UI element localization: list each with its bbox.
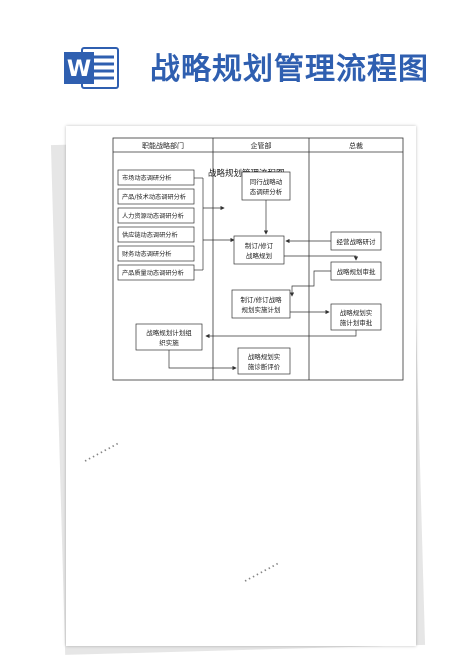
svg-text:制订/修订战略: 制订/修订战略 (240, 295, 282, 304)
svg-text:战略规划实: 战略规划实 (340, 308, 373, 317)
svg-text:战略规划计划组: 战略规划计划组 (146, 328, 192, 337)
node-approve: 战略规划审批 (330, 261, 382, 281)
column-header-mgmt: 企管部 (251, 141, 272, 150)
node-org-impl: 战略规划计划组 织实施 (135, 323, 203, 351)
flowchart: ········· ········· 职能战略部门 企管部 总裁 战略规划管理… (80, 137, 404, 590)
svg-text:W: W (67, 57, 91, 82)
word-icon: W (64, 47, 119, 89)
dept-item-box (117, 207, 195, 224)
svg-text:施诊断评价: 施诊断评价 (248, 362, 281, 371)
dept-item-label: 产品质量动态调研分析 (122, 269, 184, 277)
svg-text:战略规划实: 战略规划实 (248, 352, 281, 361)
node-ceo-review: 经营战略研讨 (330, 231, 382, 251)
dept-item-label: 财务动态调研分析 (122, 250, 172, 258)
svg-text:·········: ········· (240, 557, 283, 590)
document-page: ········· ········· 职能战略部门 企管部 总裁 战略规划管理… (66, 126, 416, 646)
node-eval: 战略规划实 施诊断评价 (237, 347, 291, 375)
node-impl-plan: 制订/修订战略 规划实施计划 (231, 289, 291, 319)
svg-text:态调研分析: 态调研分析 (250, 187, 283, 196)
dept-item-box (117, 188, 195, 205)
svg-text:经营战略研讨: 经营战略研讨 (337, 237, 377, 246)
node-draft: 制订/修订 战略规划 (233, 235, 285, 265)
svg-text:施计划审批: 施计划审批 (340, 318, 373, 327)
svg-text:战略规划: 战略规划 (246, 251, 272, 260)
dept-item-label: 人力资源动态调研分析 (122, 212, 184, 220)
dept-item-label: 市场动态调研分析 (122, 174, 172, 182)
page-title: 战略规划管理流程图 (150, 52, 429, 87)
svg-text:规划实施计划: 规划实施计划 (242, 305, 281, 314)
svg-text:制订/修订: 制订/修订 (245, 241, 274, 250)
dept-item-box (117, 245, 195, 262)
dept-item-list: 市场动态调研分析产品/技术动态调研分析人力资源动态调研分析供应链动态调研分析财务… (117, 169, 195, 281)
dept-item-label: 供应链动态调研分析 (122, 231, 178, 239)
node-sync: 同行战略动 态调研分析 (241, 171, 291, 201)
svg-text:战略规划审批: 战略规划审批 (337, 267, 377, 276)
svg-text:同行战略动: 同行战略动 (250, 177, 283, 186)
column-header-dept: 职能战略部门 (142, 141, 184, 150)
dept-item-box (117, 264, 195, 281)
dept-item-box (117, 226, 195, 243)
svg-text:织实施: 织实施 (159, 338, 179, 347)
dept-item-box (117, 169, 195, 186)
svg-text:·········: ········· (80, 437, 123, 470)
node-impl-approve: 战略规划实 施计划审批 (330, 303, 382, 331)
dept-item-label: 产品/技术动态调研分析 (122, 193, 186, 201)
column-header-ceo: 总裁 (349, 141, 363, 150)
swimlane-table (112, 137, 404, 381)
header: W 战略规划管理流程图 (0, 0, 474, 110)
